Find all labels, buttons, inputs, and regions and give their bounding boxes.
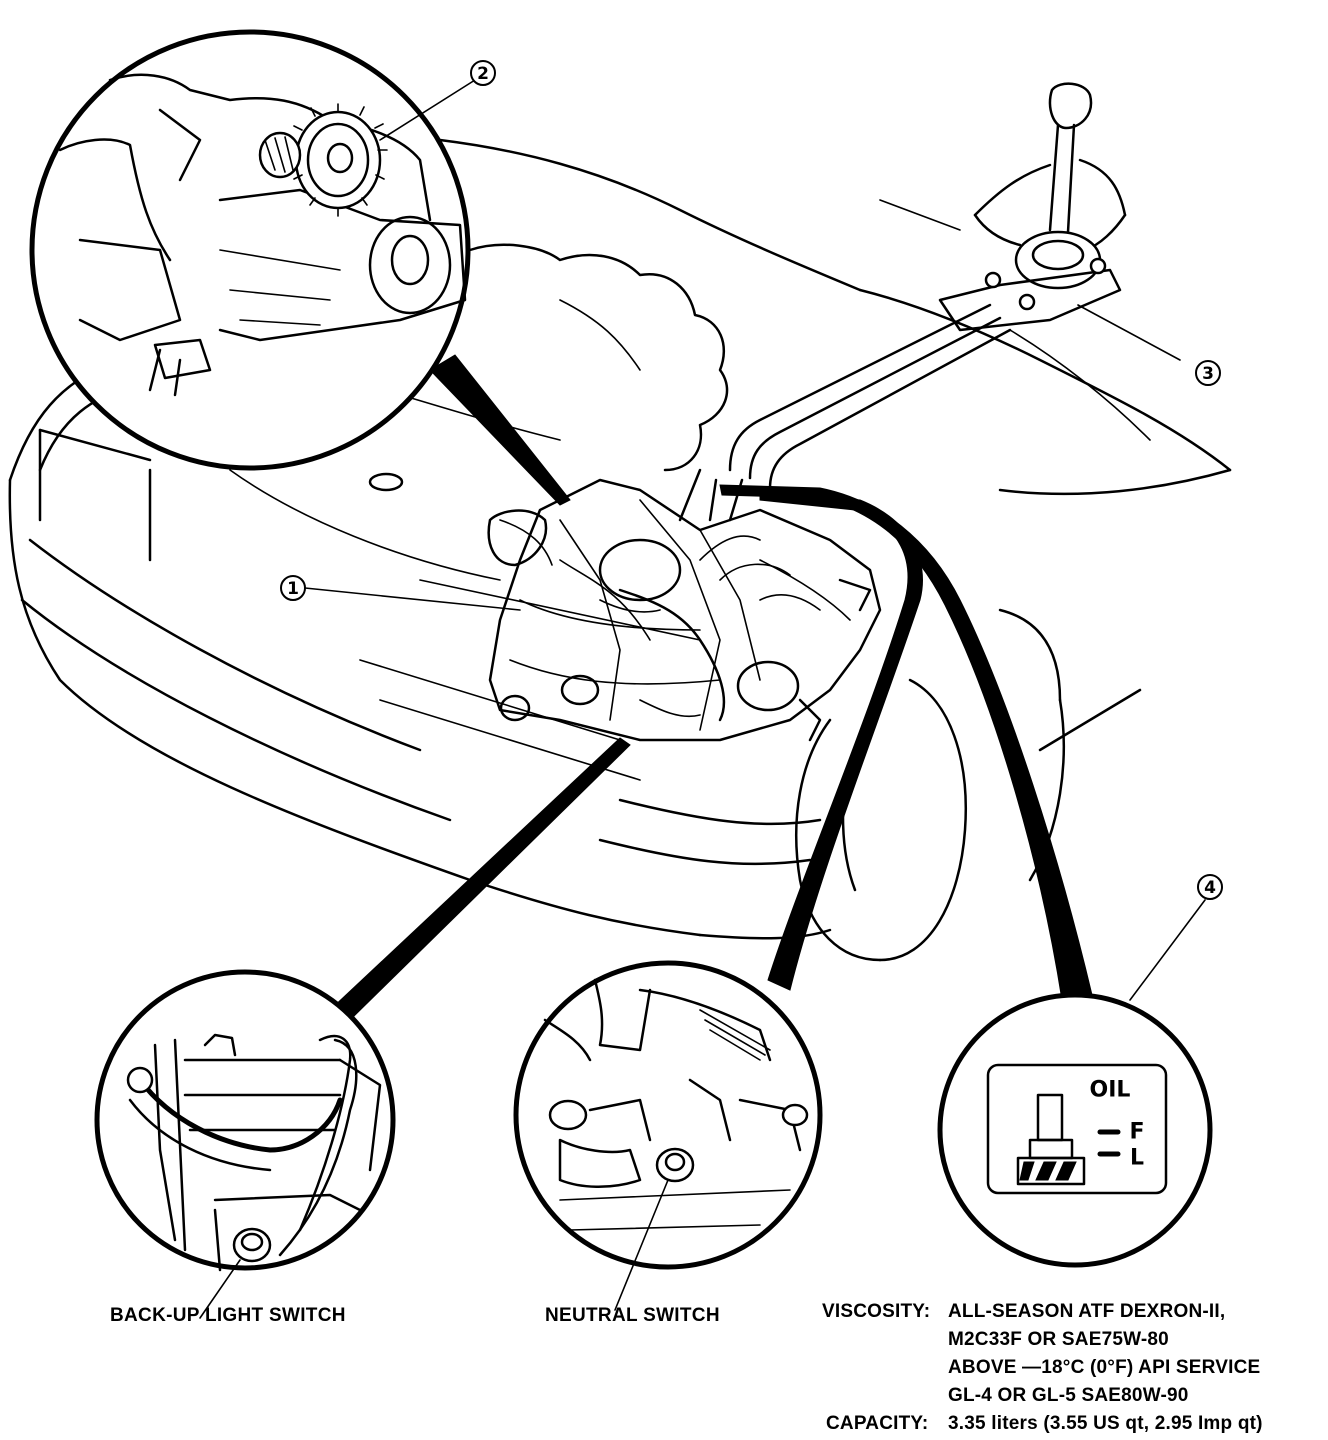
- capacity-label: CAPACITY:: [826, 1413, 929, 1434]
- viscosity-line-3: ABOVE —18°C (0°F) API SERVICE: [948, 1357, 1261, 1378]
- dipstick-l-mark: L: [1130, 1146, 1144, 1171]
- callout-3: 3: [1195, 360, 1221, 386]
- callout-3-number: 3: [1202, 364, 1214, 384]
- capacity-value: 3.35 liters (3.55 US qt, 2.95 Imp qt): [948, 1413, 1263, 1434]
- viscosity-line-2: M2C33F OR SAE75W-80: [948, 1329, 1169, 1350]
- callout-1-number: 1: [287, 579, 299, 599]
- neutral-switch-label: NEUTRAL SWITCH: [545, 1305, 720, 1326]
- detail-bubble-gear: 2: [29, 29, 496, 471]
- dipstick-f-mark: F: [1129, 1120, 1144, 1145]
- dipstick-oil-label: OIL: [1090, 1078, 1131, 1103]
- shift-lever: [728, 82, 1181, 490]
- callout-1: 1: [280, 575, 521, 611]
- viscosity-label: VISCOSITY:: [822, 1301, 931, 1322]
- detail-leaders: [329, 354, 1093, 1021]
- detail-bubble-backup-switch: [94, 969, 396, 1319]
- detail-bubble-neutral-switch: [513, 960, 823, 1311]
- viscosity-line-4: GL-4 OR GL-5 SAE80W-90: [948, 1385, 1189, 1406]
- detail-bubble-dipstick: OIL F L 4: [937, 874, 1223, 1268]
- callout-2-number: 2: [477, 64, 489, 84]
- viscosity-line-1: ALL-SEASON ATF DEXRON-II,: [948, 1301, 1226, 1322]
- transaxle: [487, 468, 882, 742]
- backup-light-switch-label: BACK-UP LIGHT SWITCH: [110, 1305, 346, 1326]
- callout-4-number: 4: [1204, 878, 1216, 898]
